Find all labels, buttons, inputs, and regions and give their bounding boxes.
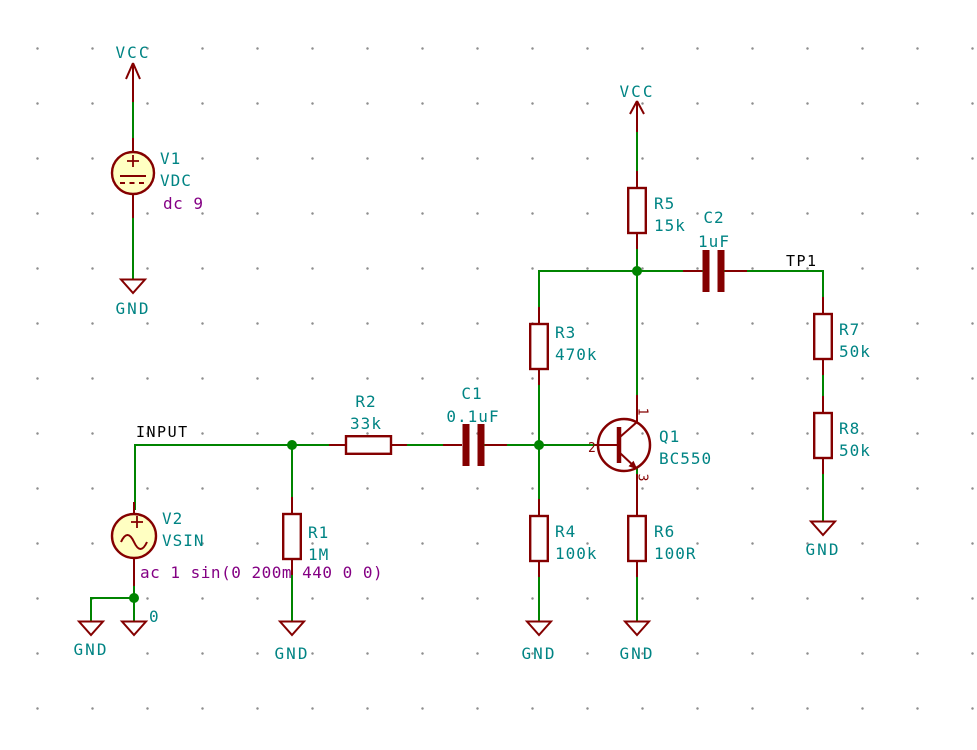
gnd-label[interactable]: GND [521,644,557,663]
vcc-label[interactable]: VCC [619,82,655,101]
q1-pin-3: 3 [634,473,650,482]
wire[interactable] [538,271,540,517]
wire[interactable] [132,94,134,152]
wire[interactable] [134,444,136,510]
r5-value[interactable]: 15k [654,216,686,235]
vcc-label[interactable]: VCC [115,43,151,62]
junction-dot [287,440,297,450]
gnd-label[interactable]: GND [73,640,109,659]
gnd-symbol[interactable] [118,277,148,297]
junction-dot [129,593,139,603]
wire[interactable] [90,597,136,599]
r1-ref[interactable]: R1 [308,523,330,542]
wire[interactable] [822,270,824,316]
q1-pin-1: 1 [634,407,650,416]
wire[interactable] [636,573,638,621]
junction-dot [632,266,642,276]
q1-pin-2: 2 [588,441,596,456]
wire[interactable] [637,270,707,272]
v1-spice-param[interactable]: dc 9 [163,194,204,213]
r7-ref[interactable]: R7 [839,320,861,339]
wire[interactable] [538,270,638,272]
q1-value[interactable]: BC550 [659,449,713,468]
vcc-power-symbol[interactable] [625,98,649,132]
r3-ref[interactable]: R3 [555,323,577,342]
gnd-label[interactable]: GND [274,644,310,663]
vcc-power-symbol[interactable] [121,60,145,102]
voltage-source-v2[interactable] [106,502,162,586]
gnd-symbol[interactable] [808,519,838,539]
resistor-r5[interactable] [626,171,648,249]
v1-ref[interactable]: V1 [160,149,182,168]
r8-value[interactable]: 50k [839,441,871,460]
gnd-0-label[interactable]: 0 [149,607,160,626]
wire[interactable] [538,573,540,621]
r4-ref[interactable]: R4 [555,522,577,541]
c2-ref[interactable]: C2 [703,208,725,227]
gnd-symbol[interactable] [622,619,652,639]
voltage-source-v1[interactable] [106,138,160,222]
c1-ref[interactable]: C1 [461,384,483,403]
wire[interactable] [822,371,824,415]
wire[interactable] [822,470,824,522]
net-label-input[interactable]: INPUT [136,423,189,441]
wire[interactable] [636,271,638,401]
r1-value[interactable]: 1M [308,545,330,564]
gnd-symbol[interactable] [524,619,554,639]
net-label-tp1[interactable]: TP1 [786,252,818,270]
v1-value[interactable]: VDC [160,171,192,190]
wire[interactable] [720,270,824,272]
gnd-0-symbol[interactable] [119,619,149,639]
r4-value[interactable]: 100k [555,544,598,563]
wire[interactable] [90,597,92,621]
resistor-r2[interactable] [329,434,407,456]
resistor-r4[interactable] [528,499,550,577]
gnd-label[interactable]: GND [805,540,841,559]
v2-value[interactable]: VSIN [162,531,205,550]
wire[interactable] [132,214,134,280]
resistor-r8[interactable] [812,396,834,474]
c1-value[interactable]: 0.1uF [446,407,500,426]
resistor-r1[interactable] [281,497,303,575]
wire[interactable] [390,444,450,446]
c2-value[interactable]: 1uF [698,232,730,251]
resistor-r7[interactable] [812,297,834,375]
v2-ref[interactable]: V2 [162,509,184,528]
wire[interactable] [636,245,638,272]
r5-ref[interactable]: R5 [654,194,676,213]
wire[interactable] [291,573,293,621]
junction-dot [534,440,544,450]
transistor-q1[interactable] [595,395,655,500]
r2-ref[interactable]: R2 [355,392,377,411]
wire[interactable] [135,444,348,446]
r6-ref[interactable]: R6 [654,522,676,541]
wire[interactable] [636,128,638,190]
r2-value[interactable]: 33k [350,414,382,433]
gnd-label[interactable]: GND [115,299,151,318]
capacitor-c2[interactable] [683,248,747,294]
q1-ref[interactable]: Q1 [659,427,681,446]
r7-value[interactable]: 50k [839,342,871,361]
capacitor-c1[interactable] [443,422,507,468]
wire[interactable] [291,444,293,515]
gnd-symbol[interactable] [76,619,106,639]
gnd-label[interactable]: GND [619,644,655,663]
gnd-symbol[interactable] [277,619,307,639]
resistor-r6[interactable] [626,499,648,577]
r3-value[interactable]: 470k [555,345,598,364]
r8-ref[interactable]: R8 [839,419,861,438]
r6-value[interactable]: 100R [654,544,697,563]
v2-spice-param[interactable]: ac 1 sin(0 200m 440 0 0) [140,563,384,582]
resistor-r3[interactable] [528,307,550,385]
